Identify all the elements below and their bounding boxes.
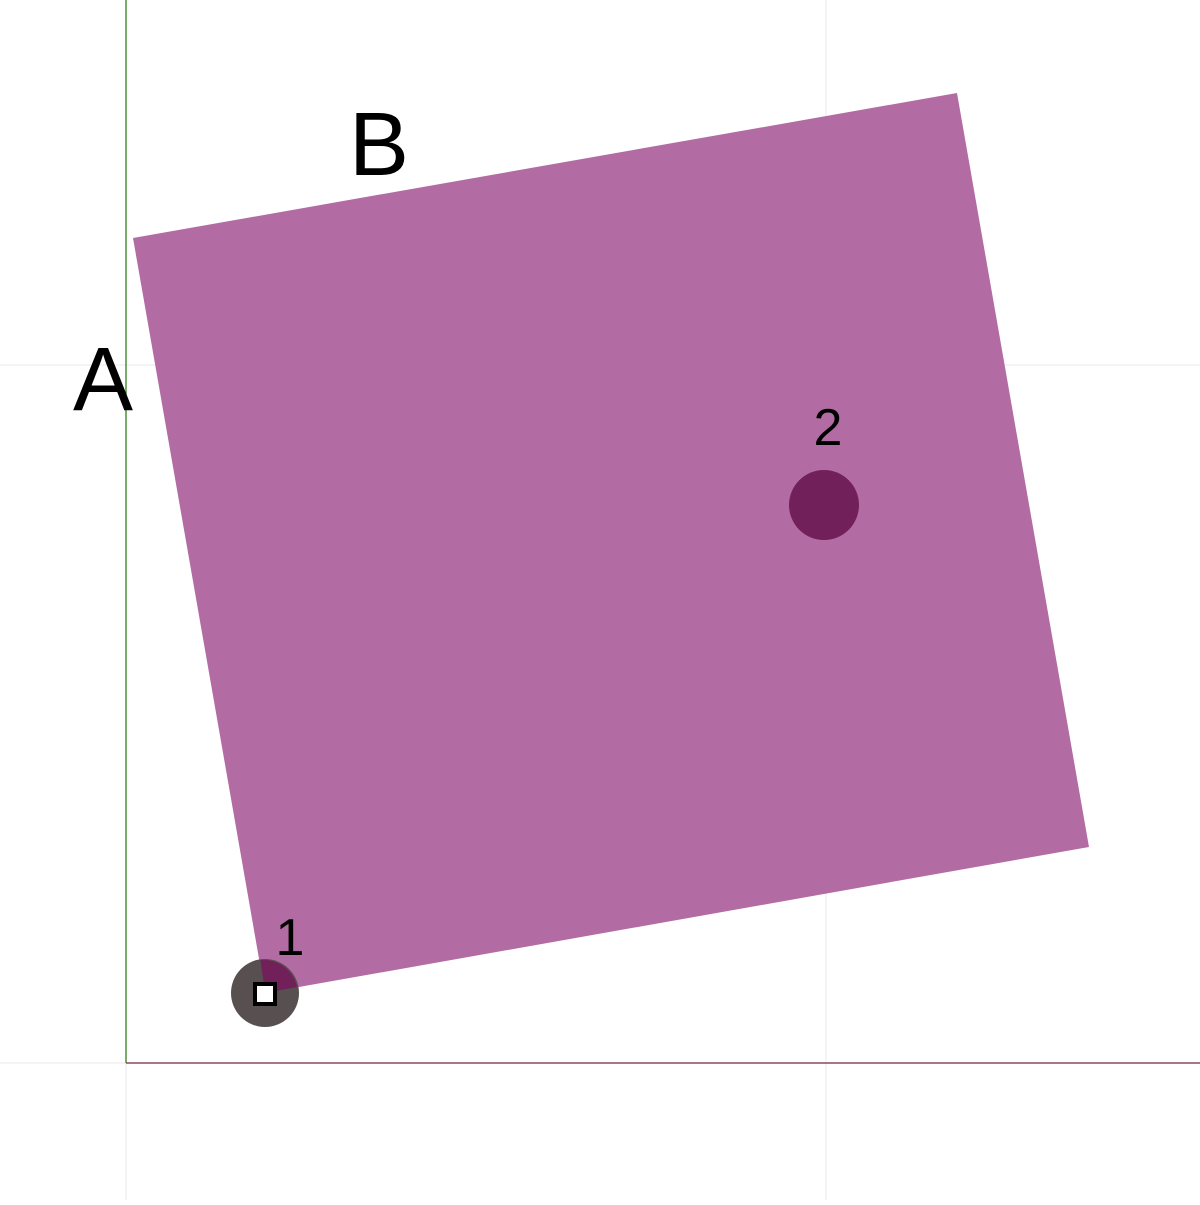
vertex-label-1: 1 (276, 909, 305, 967)
side-label-b: B (349, 95, 409, 195)
rotated-square[interactable] (133, 93, 1089, 993)
point-2[interactable] (789, 470, 859, 540)
side-label-a: A (73, 330, 133, 430)
point-1-marker[interactable] (253, 982, 277, 1006)
vertex-label-2: 2 (814, 399, 843, 457)
